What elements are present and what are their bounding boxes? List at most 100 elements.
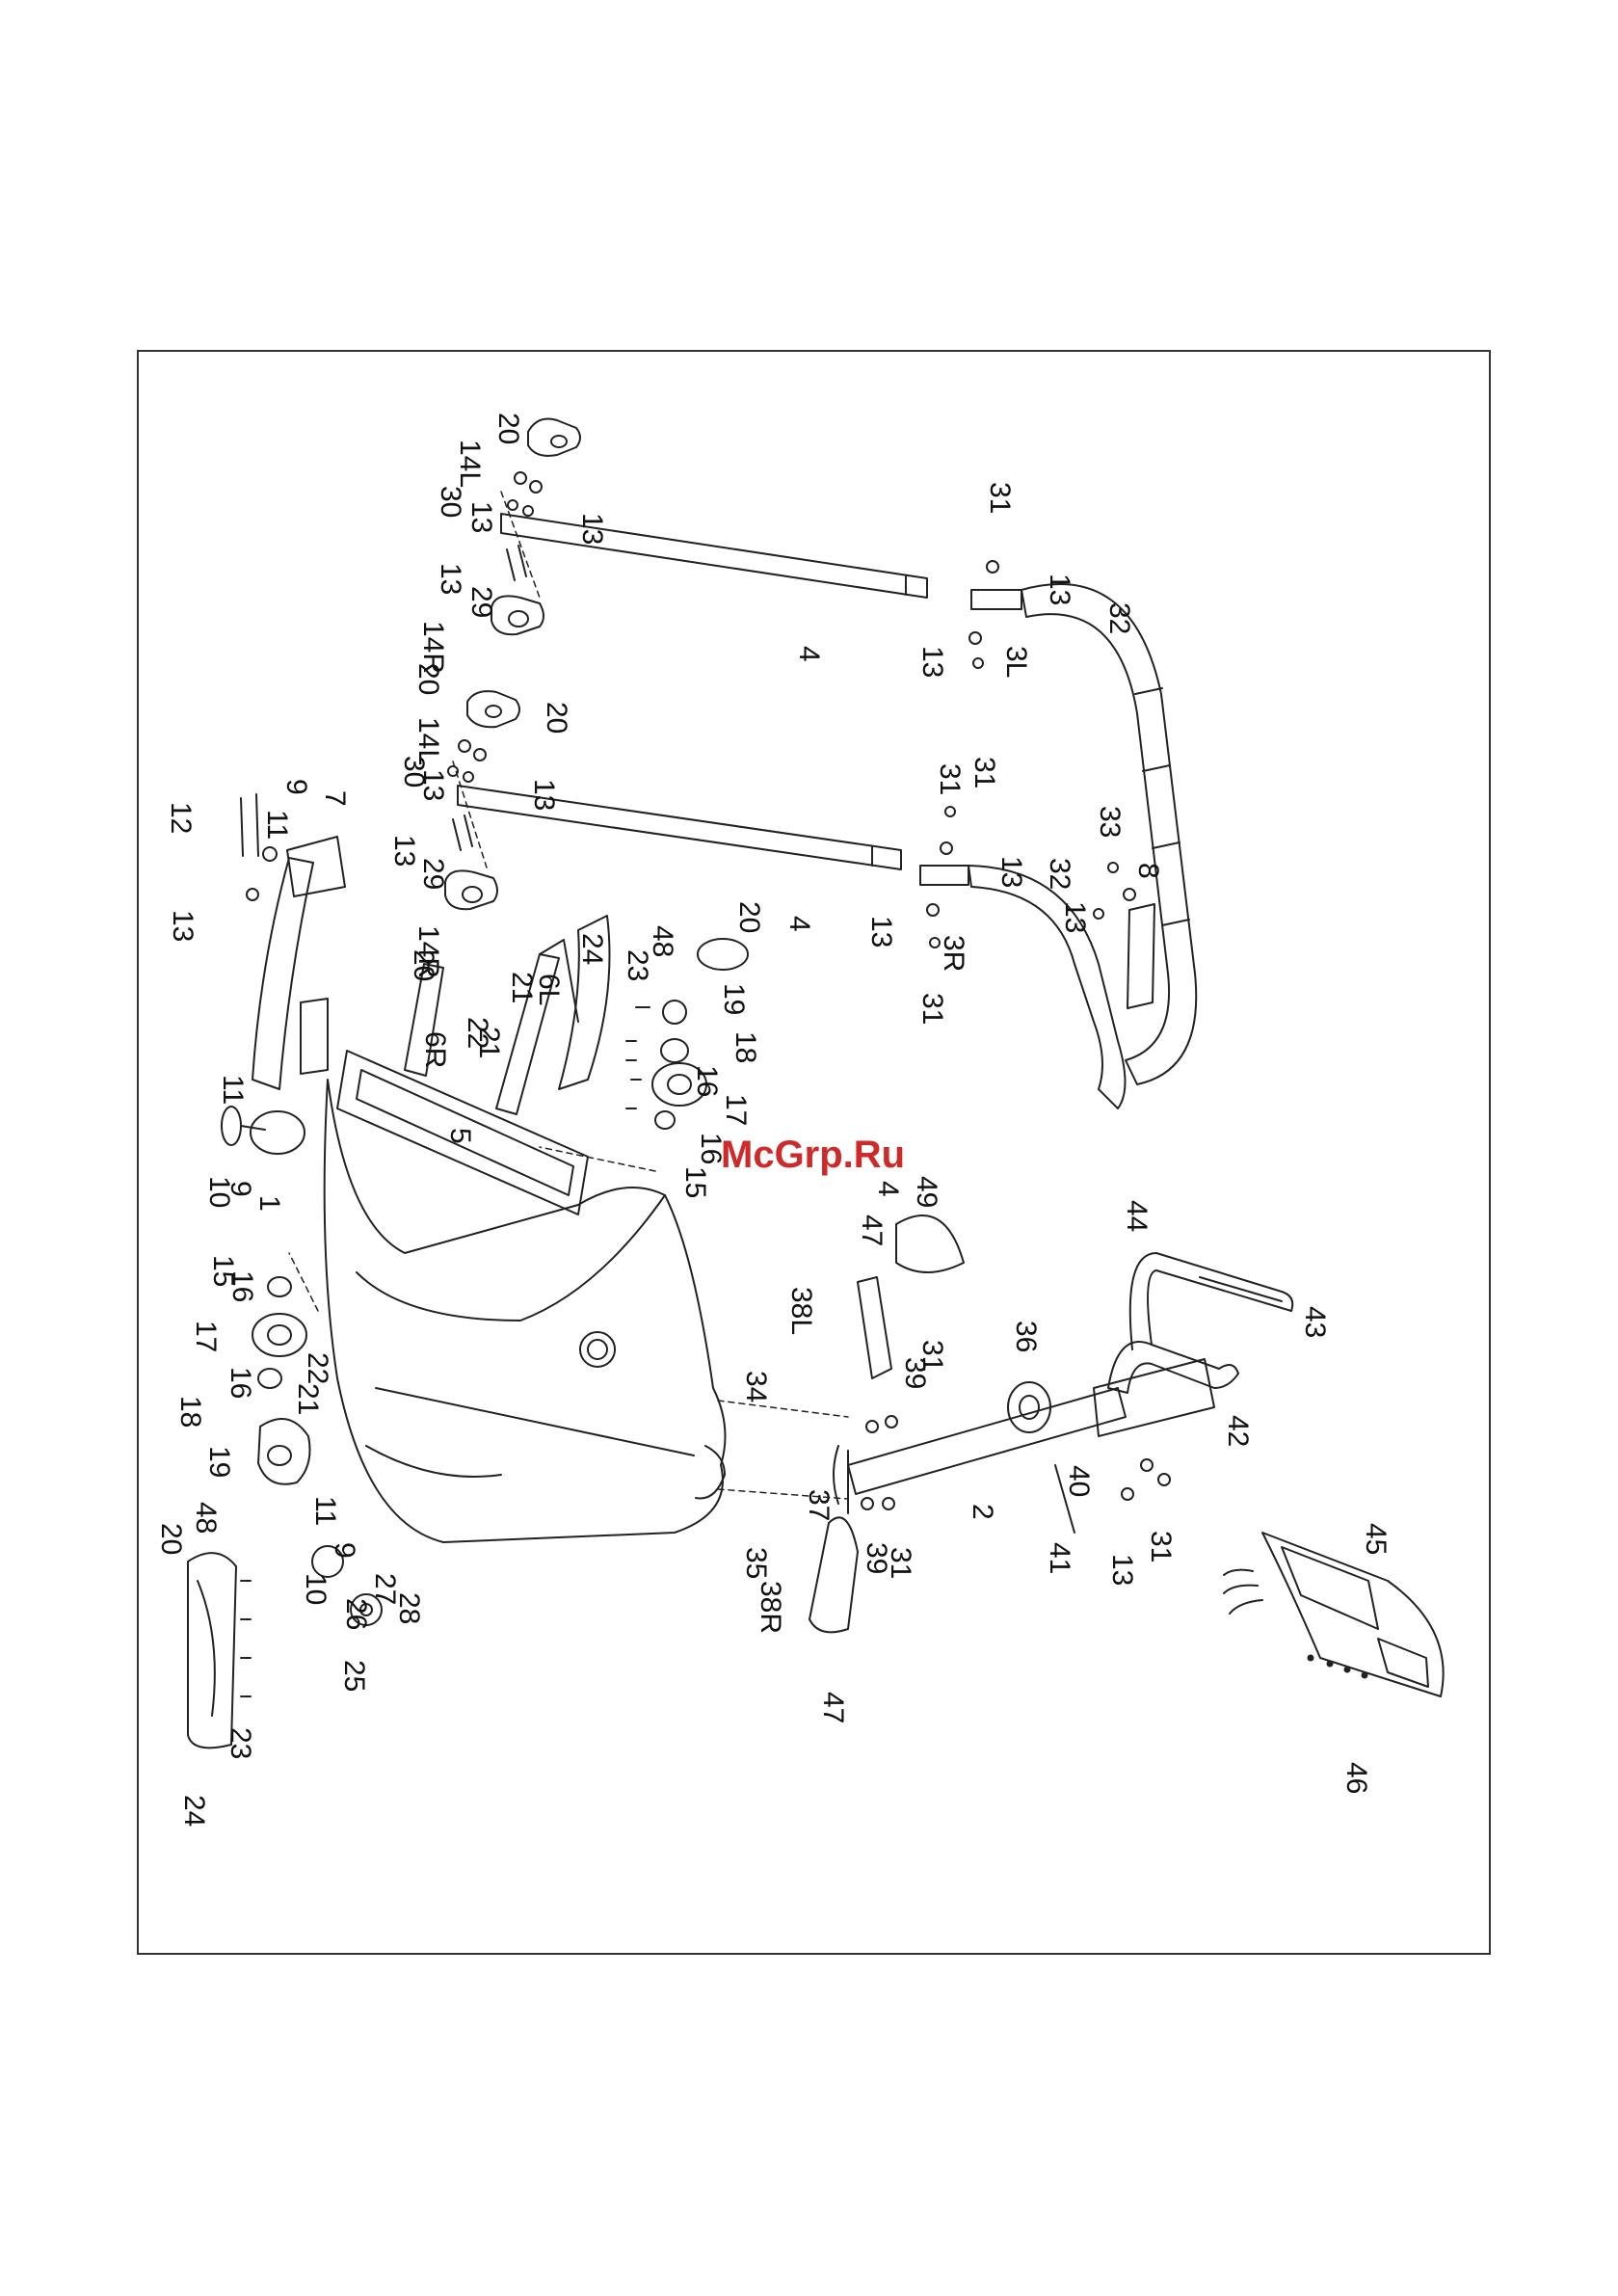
part-label-62: 47 [856,1215,888,1246]
part-label-80: 38R [755,1581,786,1634]
part-label-86: 22 [302,1352,333,1384]
handle-bar-44 [1128,1252,1294,1350]
part-label-77: 35 [740,1547,772,1579]
part-label-92: 11 [309,1496,341,1526]
part-label-7: 14R [417,621,449,674]
part-label-72: 2 [967,1504,998,1520]
part-label-35: 8 [1132,863,1164,879]
part-label-45: 16 [691,1065,723,1097]
cover-49 [895,1215,965,1273]
part-label-47: 16 [695,1133,727,1164]
part-label-56: 11 [217,1075,249,1105]
part-label-32: 13 [995,856,1027,888]
base-frame-5 [336,1050,589,1215]
upper-tube-4 [500,513,928,599]
part-label-38: 3R [938,935,969,972]
part-label-12: 32 [1103,602,1135,634]
sleeve-3r [919,865,969,886]
part-label-60: 4 [872,1181,904,1197]
part-label-27: 9 [280,779,312,795]
main-tube-2 [847,1387,1127,1495]
pedal-rail-24-top [558,915,611,1090]
bracket-8 [1127,903,1155,1009]
part-label-52: 22 [462,1017,493,1049]
part-label-20: 13 [528,779,560,811]
part-label-29: 7 [319,790,351,807]
part-label-73: 41 [1044,1542,1075,1574]
part-label-91: 20 [155,1523,187,1555]
part-label-74: 13 [1106,1554,1138,1586]
main-frame-body-1 [323,1079,727,1543]
part-label-98: 25 [338,1660,370,1692]
handlebar-32-lower [968,865,1127,1109]
part-label-18: 30 [398,756,430,788]
pivot-knob-left-lower [311,1545,344,1578]
part-label-39: 31 [916,993,948,1025]
part-label-78: 39 [861,1542,892,1574]
part-label-58: 9 [225,1181,256,1197]
part-label-22: 29 [417,858,449,890]
part-label-6: 29 [465,586,497,618]
part-label-66: 36 [1010,1321,1042,1352]
part-label-2: 30 [435,486,466,518]
knob-36 [1007,1381,1051,1433]
sleeve-3l [970,589,1022,610]
part-label-97: 28 [393,1592,425,1624]
part-label-14: 3L [1000,646,1032,678]
part-label-88: 18 [174,1396,206,1428]
bracket-14r-mid [444,869,498,911]
swing-arm-7 [252,857,314,1090]
part-label-37: 13 [865,916,897,948]
part-label-48: 15 [679,1166,711,1198]
console-45 [1261,1532,1445,1697]
bracket-14r-top [491,595,544,636]
part-label-69: 34 [740,1371,772,1402]
console-plate-42 [1093,1358,1215,1437]
part-label-54: 6R [419,1031,451,1068]
part-label-24: 20 [408,949,439,981]
part-label-11: 13 [1044,574,1075,605]
rail-6r [404,963,444,1077]
part-label-0: 20 [492,413,524,444]
part-label-85: 16 [225,1367,256,1399]
part-label-68: 39 [899,1357,931,1389]
part-label-16: 20 [541,702,572,734]
part-label-83: 16 [226,1270,258,1302]
part-label-101: 45 [1360,1523,1392,1555]
part-label-15: 31 [968,757,1000,788]
part-label-102: 46 [1340,1762,1372,1794]
part-label-26: 12 [165,802,197,834]
part-label-61: 49 [911,1176,942,1208]
part-label-41: 48 [647,925,678,957]
shroud-38r [809,1516,859,1634]
part-label-8: 20 [412,663,444,695]
part-label-79: 31 [885,1547,916,1579]
part-label-42: 23 [622,949,653,981]
wheel-cover-19-left [257,1418,311,1485]
part-label-55: 5 [444,1128,476,1144]
part-label-44: 18 [729,1031,761,1063]
part-label-70: 42 [1222,1415,1254,1447]
part-label-5: 13 [435,563,466,595]
shroud-38l [857,1276,892,1379]
rail-6l [495,953,560,1115]
part-label-46: 17 [720,1094,752,1126]
part-label-40: 20 [733,901,765,933]
part-label-99: 23 [225,1727,256,1759]
bracket-14l-top [527,417,581,457]
part-label-53: 21 [473,1027,505,1058]
bearing-16 [660,1038,689,1063]
wheel-17-left [252,1313,307,1357]
wheel-cover-19 [697,938,749,971]
part-label-23: 14R [412,925,444,978]
part-label-19: 13 [417,769,449,801]
part-label-34: 33 [1094,806,1126,838]
part-label-36: 13 [1059,901,1091,933]
part-label-50: 6L [533,974,565,1005]
part-label-31: 31 [934,763,966,795]
pivot-knob-left [250,1110,305,1155]
part-label-82: 15 [207,1255,239,1287]
part-label-51: 24 [576,933,608,965]
